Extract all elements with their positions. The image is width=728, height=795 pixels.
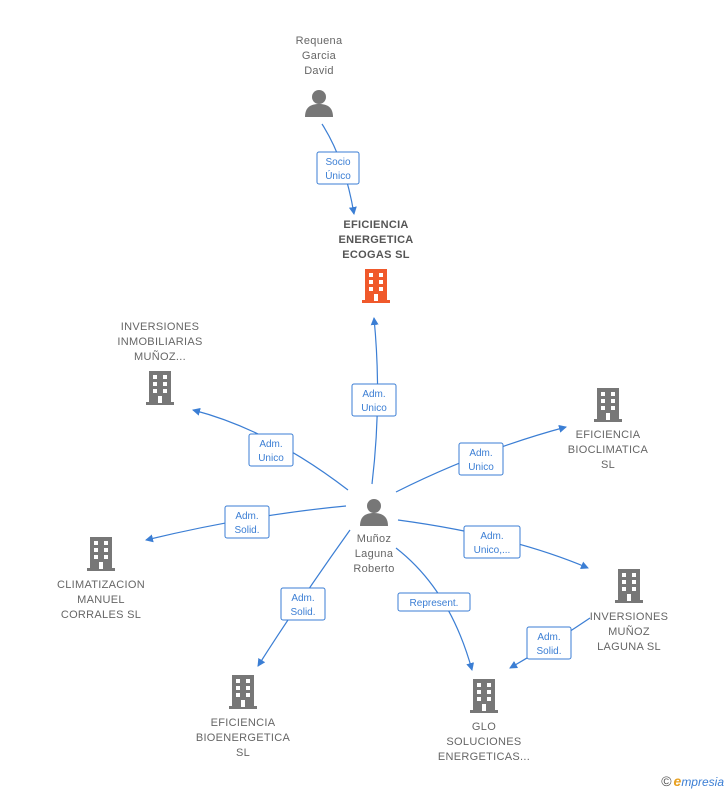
edge-munoz-to-eficiencia-ecogas: Adm. Unico [351, 317, 397, 485]
node-label-line[interactable]: ECOGAS SL [342, 249, 410, 261]
building-icon[interactable] [229, 675, 257, 709]
node-eficiencia-ecogas[interactable]: EFICIENCIA ENERGETICA ECOGAS SL [338, 219, 413, 303]
node-label-line[interactable]: CORRALES SL [61, 609, 141, 621]
edge-label-box[interactable] [463, 525, 521, 559]
edge-label-box[interactable] [316, 151, 360, 185]
node-label-line[interactable]: BIOENERGETICA [196, 732, 291, 744]
brand-logo-text: mpresia [681, 775, 724, 789]
edge-label-box[interactable] [458, 442, 504, 476]
node-climatizacion[interactable]: CLIMATIZACION MANUEL CORRALES SL [57, 537, 145, 621]
edge-munoz-to-glo: Represent. [395, 547, 474, 671]
edge-label-box[interactable] [224, 505, 270, 539]
node-label-line[interactable]: BIOCLIMATICA [568, 444, 649, 456]
node-label-line[interactable]: Laguna [355, 548, 394, 560]
building-icon[interactable] [615, 569, 643, 603]
node-label-line[interactable]: ENERGETICAS... [438, 751, 530, 763]
node-label-line[interactable]: EFICIENCIA [211, 717, 276, 729]
edge-label-text: Unico,... [474, 545, 511, 556]
edge-label-box[interactable] [280, 587, 326, 621]
edge-munoz-to-inversiones-inmobiliarias: Adm. Unico [192, 407, 349, 491]
node-glo[interactable]: GLO SOLUCIONES ENERGETICAS... [438, 679, 530, 763]
node-label-line[interactable]: MANUEL [77, 594, 125, 606]
node-label-line[interactable]: Muñoz [357, 533, 392, 545]
edge-label-text: Adm. [362, 389, 385, 400]
node-label-line[interactable]: LAGUNA SL [597, 641, 661, 653]
person-icon[interactable] [360, 499, 388, 526]
edge-label-text: Unico [468, 462, 494, 473]
edge-label-text: Represent. [410, 598, 459, 609]
node-label-line[interactable]: SL [601, 459, 615, 471]
edge-label-text: Solid. [536, 646, 561, 657]
edge-label-text: Adm. [480, 531, 503, 542]
edge-label-box[interactable] [351, 383, 397, 417]
building-icon[interactable] [362, 269, 390, 303]
edge-label-box[interactable] [397, 592, 471, 612]
edge-label-text: Solid. [234, 525, 259, 536]
brand-logo-e: e [673, 773, 682, 789]
edge-munoz-to-eficiencia-bioclimatica: Adm. Unico [395, 424, 567, 493]
node-label-line[interactable]: Requena [296, 35, 343, 47]
node-label-line[interactable]: David [304, 65, 334, 77]
node-label-line[interactable]: GLO [472, 721, 496, 733]
edge-munoz-to-climatizacion: Adm. Solid. [145, 505, 347, 543]
edge-label-box[interactable] [248, 433, 294, 467]
edge-label-text: Unico [361, 403, 387, 414]
edge-label-text: Socio [325, 157, 350, 168]
node-label-line[interactable]: EFICIENCIA [343, 219, 408, 231]
node-inversiones-inmobiliarias[interactable]: INVERSIONES INMOBILIARIAS MUÑOZ... [117, 321, 202, 405]
node-eficiencia-bioclimatica[interactable]: EFICIENCIA BIOCLIMATICA SL [568, 388, 649, 471]
node-label-line[interactable]: INMOBILIARIAS [117, 336, 202, 348]
edge-label-text: Único [325, 169, 351, 182]
edge-label-text: Adm. [291, 593, 314, 604]
node-inversiones-munoz[interactable]: INVERSIONES MUÑOZ LAGUNA SL [590, 569, 669, 653]
building-icon[interactable] [87, 537, 115, 571]
node-label-line[interactable]: SOLUCIONES [446, 736, 521, 748]
edge-label-text: Adm. [469, 448, 492, 459]
edge-label-text: Adm. [537, 632, 560, 643]
person-icon[interactable] [305, 90, 333, 117]
node-label-line[interactable]: Garcia [302, 50, 337, 62]
node-label-line[interactable]: SL [236, 747, 250, 759]
node-label-line[interactable]: Roberto [353, 563, 394, 575]
edge-label-text: Solid. [290, 607, 315, 618]
node-label-line[interactable]: EFICIENCIA [576, 429, 641, 441]
edge-label-text: Adm. [259, 439, 282, 450]
node-label-line[interactable]: MUÑOZ [608, 625, 650, 638]
copyright-symbol: © [661, 773, 672, 789]
node-label-line[interactable]: CLIMATIZACION [57, 579, 145, 591]
node-label-line[interactable]: INVERSIONES [121, 321, 200, 333]
edge-munoz-to-eficiencia-bioenergetica: Adm. Solid. [257, 529, 351, 667]
node-label-line[interactable]: MUÑOZ... [134, 350, 186, 363]
node-label-line[interactable]: ENERGETICA [338, 234, 413, 246]
edge-inversiones-munoz-to-glo: Adm. Solid. [509, 617, 591, 669]
building-icon[interactable] [594, 388, 622, 422]
node-label-line[interactable]: INVERSIONES [590, 611, 669, 623]
edge-label-text: Adm. [235, 511, 258, 522]
edge-munoz-to-inversiones-munoz: Adm. Unico,... [397, 519, 589, 569]
edge-label-box[interactable] [526, 626, 572, 660]
edge-label-text: Unico [258, 453, 284, 464]
copyright-mark: ©empresia [661, 773, 724, 789]
building-icon[interactable] [146, 371, 174, 405]
building-icon[interactable] [470, 679, 498, 713]
node-eficiencia-bioenergetica[interactable]: EFICIENCIA BIOENERGETICA SL [196, 675, 291, 759]
